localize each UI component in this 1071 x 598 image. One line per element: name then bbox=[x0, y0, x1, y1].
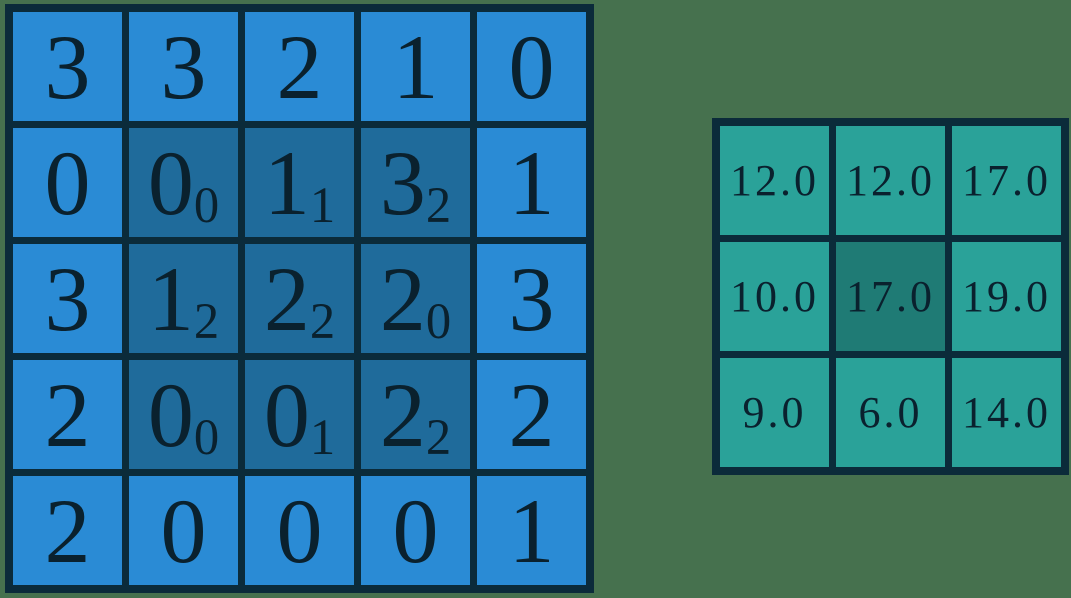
output-cell: 17.0 bbox=[952, 126, 1061, 235]
output-cell: 6.0 bbox=[836, 358, 945, 467]
cell-kernel-subscript: 2 bbox=[193, 292, 220, 349]
input-cell: 2 bbox=[245, 12, 354, 121]
cell-value: 1 bbox=[147, 247, 194, 350]
cell-value: 0 bbox=[147, 131, 194, 234]
cell-value: 12.0 bbox=[846, 155, 935, 205]
input-cell: 2 bbox=[13, 476, 122, 585]
cell-value: 3 bbox=[44, 247, 91, 350]
cell-value: 3 bbox=[379, 131, 426, 234]
cell-value: 19.0 bbox=[962, 271, 1051, 321]
cell-value: 2 bbox=[44, 363, 91, 466]
output-cell: 9.0 bbox=[720, 358, 829, 467]
cell-kernel-subscript: 0 bbox=[193, 408, 220, 465]
output-matrix: 12.0 12.0 17.0 10.0 17.0 19.0 9.0 6.0 14.0 bbox=[712, 118, 1069, 475]
input-cell: 1 bbox=[477, 128, 586, 237]
output-cell: 14.0 bbox=[952, 358, 1061, 467]
cell-value: 3 bbox=[44, 15, 91, 118]
cell-value: 17.0 bbox=[962, 155, 1051, 205]
output-cell: 12.0 bbox=[836, 126, 945, 235]
input-cell: 3 bbox=[477, 244, 586, 353]
output-cell-highlighted: 17.0 bbox=[836, 242, 945, 351]
input-cell: 3 bbox=[13, 12, 122, 121]
cell-value: 1 bbox=[508, 131, 555, 234]
cell-kernel-subscript: 2 bbox=[425, 408, 452, 465]
cell-value: 2 bbox=[379, 363, 426, 466]
cell-value: 0 bbox=[392, 479, 439, 582]
cell-value: 2 bbox=[44, 479, 91, 582]
cell-value: 1 bbox=[263, 131, 310, 234]
cell-value: 14.0 bbox=[962, 387, 1051, 437]
input-cell: 0 bbox=[361, 476, 470, 585]
cell-value: 0 bbox=[263, 363, 310, 466]
input-cell: 1 bbox=[477, 476, 586, 585]
input-cell: 3 bbox=[129, 12, 238, 121]
input-cell: 0 bbox=[477, 12, 586, 121]
input-cell: 1 bbox=[361, 12, 470, 121]
cell-value: 6.0 bbox=[858, 387, 923, 437]
cell-value: 0 bbox=[147, 363, 194, 466]
cell-value: 2 bbox=[508, 363, 555, 466]
input-cell: 2 bbox=[13, 360, 122, 469]
cell-value: 2 bbox=[276, 15, 323, 118]
cell-kernel-subscript: 0 bbox=[425, 292, 452, 349]
input-cell: 3 bbox=[13, 244, 122, 353]
cell-value: 17.0 bbox=[846, 271, 935, 321]
cell-value: 3 bbox=[508, 247, 555, 350]
cell-value: 0 bbox=[160, 479, 207, 582]
cell-kernel-subscript: 2 bbox=[425, 176, 452, 233]
cell-value: 9.0 bbox=[742, 387, 807, 437]
input-cell: 0 bbox=[13, 128, 122, 237]
cell-kernel-subscript: 0 bbox=[193, 176, 220, 233]
output-cell: 12.0 bbox=[720, 126, 829, 235]
cell-value: 3 bbox=[160, 15, 207, 118]
output-cell: 19.0 bbox=[952, 242, 1061, 351]
input-cell: 0 bbox=[245, 476, 354, 585]
cell-value: 1 bbox=[392, 15, 439, 118]
cell-value: 10.0 bbox=[730, 271, 819, 321]
cell-value: 0 bbox=[508, 15, 555, 118]
cell-value: 2 bbox=[263, 247, 310, 350]
cell-kernel-subscript: 1 bbox=[309, 408, 336, 465]
output-cell: 10.0 bbox=[720, 242, 829, 351]
cell-kernel-subscript: 2 bbox=[309, 292, 336, 349]
cell-value: 12.0 bbox=[730, 155, 819, 205]
cell-value: 2 bbox=[379, 247, 426, 350]
cell-value: 1 bbox=[508, 479, 555, 582]
cell-kernel-subscript: 1 bbox=[309, 176, 336, 233]
cell-value: 0 bbox=[44, 131, 91, 234]
cell-value: 0 bbox=[276, 479, 323, 582]
input-cell: 0 bbox=[129, 476, 238, 585]
input-cell: 2 bbox=[477, 360, 586, 469]
